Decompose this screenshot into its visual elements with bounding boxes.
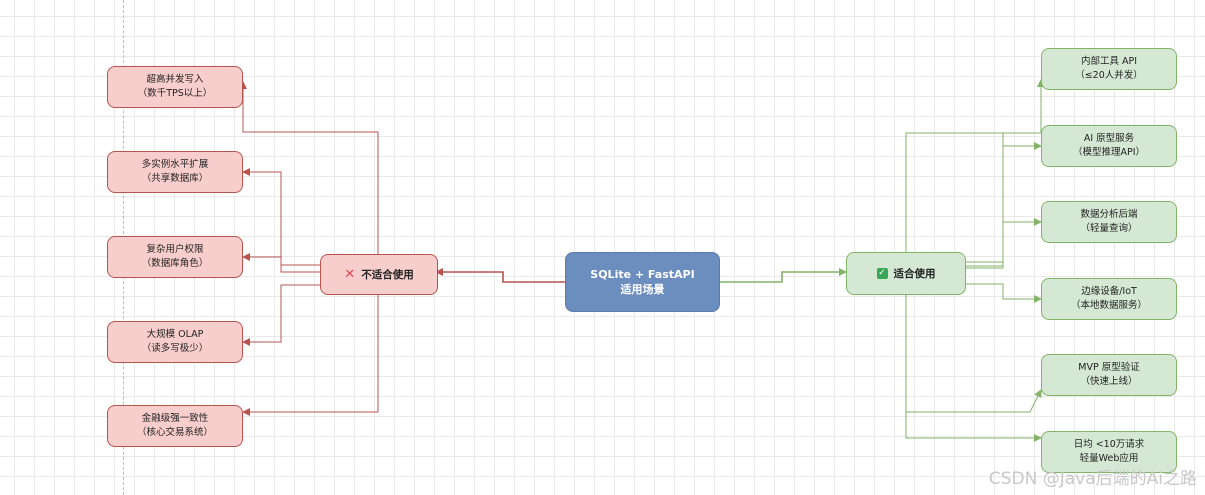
edge-suitable-4 [966,283,1042,303]
item-line2: （核心交易系统） [136,427,213,438]
unsuitable-item[interactable]: 复杂用户权限 （数据库角色） [107,236,243,278]
edge-unsuitable-1 [239,81,379,254]
item-line2: （数千TPS以上） [137,88,213,99]
edge-unsuitable-2 [242,168,320,266]
item-line1: 日均 <10万请求 [1073,439,1145,450]
suitable-item[interactable]: 数据分析后端 （轻量查询） [1041,201,1177,243]
suitable-item[interactable]: MVP 原型验证 （快速上线） [1041,354,1177,396]
unsuitable-item[interactable]: 金融级强一致性 （核心交易系统） [107,405,243,447]
edge-suitable-2 [966,142,1042,269]
edge-unsuitable-4 [242,284,320,346]
item-line1: 大规模 OLAP [146,329,204,340]
unsuitable-item[interactable]: 大规模 OLAP （读多写极少） [107,321,243,363]
edge-center-suitable [720,268,847,283]
item-line1: 数据分析后端 [1080,209,1138,220]
edge-suitable-6 [905,295,1042,442]
item-line1: 边缘设备/IoT [1081,286,1137,297]
cross-mark-icon: ✕ [344,266,356,282]
suitable-item[interactable]: AI 原型服务 （模型推理API） [1041,125,1177,167]
unsuitable-item[interactable]: 多实例水平扩展 （共享数据库） [107,151,243,193]
unsuitable-item[interactable]: 超高并发写入 （数千TPS以上） [107,66,243,108]
item-line2: （共享数据库） [141,173,209,184]
center-node[interactable]: SQLite + FastAPI 适用场景 [565,252,720,312]
item-line2: （本地数据服务） [1070,300,1147,311]
suitable-title: 适合使用 [893,267,936,280]
item-line2: （数据库角色） [141,258,209,269]
item-line2: （快速上线） [1080,376,1138,387]
item-line2: （≤20人并发） [1075,70,1143,81]
unsuitable-hub[interactable]: ✕ 不适合使用 [320,254,438,295]
unsuitable-title: 不适合使用 [361,268,414,281]
check-mark-icon: ✓ [876,268,888,279]
item-line2: （模型推理API） [1072,147,1146,158]
item-line1: 超高并发写入 [146,74,204,85]
suitable-item[interactable]: 内部工具 API （≤20人并发） [1041,48,1177,90]
edge-unsuitable-3 [242,253,320,273]
watermark: CSDN @Java后端的Ai之路 [988,469,1197,489]
item-line1: 内部工具 API [1080,56,1138,67]
item-line1: 多实例水平扩展 [141,159,209,170]
item-line1: MVP 原型验证 [1078,362,1140,373]
suitable-item[interactable]: 边缘设备/IoT （本地数据服务） [1041,278,1177,320]
suitable-hub[interactable]: ✓ 适合使用 [846,252,966,295]
center-line1: SQLite + FastAPI [590,268,695,281]
edge-unsuitable-5 [242,295,379,416]
edge-center-unsuitable [435,268,565,283]
item-line1: 复杂用户权限 [146,244,204,255]
edge-suitable-3 [966,218,1042,263]
center-line2: 适用场景 [620,283,665,296]
suitable-item[interactable]: 日均 <10万请求 轻量Web应用 [1041,431,1177,473]
item-line2: （读多写极少） [141,343,209,354]
item-line2: 轻量Web应用 [1079,453,1139,464]
item-line1: 金融级强一致性 [141,413,209,424]
item-line2: （轻量查询） [1080,223,1138,234]
item-line1: AI 原型服务 [1083,133,1135,144]
